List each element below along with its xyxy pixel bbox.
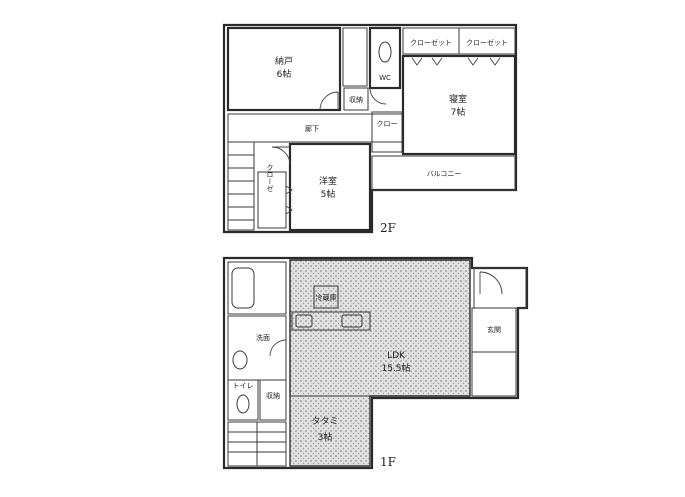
closet-strip	[342, 27, 368, 87]
tatami-size: 3帖	[318, 431, 333, 443]
washbasin-icon	[232, 350, 248, 370]
storage-1f-label: 収納	[266, 391, 280, 400]
nando-name: 納戸	[275, 55, 293, 67]
closet-right	[371, 111, 403, 153]
storage-2f	[343, 87, 369, 111]
fridge-space	[313, 285, 339, 309]
closet-door-marks	[411, 57, 501, 66]
closet-right-label: クロー	[377, 120, 398, 128]
ldk-name: LDK	[387, 351, 406, 361]
second-floor: 納戸 6帖 寝室 7帖 洋室 5帖 クローゼット クローゼット クローゼ クロー…	[222, 23, 518, 235]
bedroom-size: 7帖	[451, 106, 466, 118]
bedroom-name: 寝室	[449, 93, 467, 105]
ldk-size: 15.5帖	[381, 362, 410, 374]
wc-2f	[368, 26, 402, 90]
sink-icon	[341, 314, 363, 328]
stairs-1f	[227, 421, 287, 467]
tatami-room	[289, 395, 371, 467]
western-room	[288, 142, 372, 232]
nando-size: 6帖	[277, 68, 292, 80]
closet-left-label: クローゼ	[266, 164, 274, 192]
closet-top-1-label: クローゼット	[410, 38, 452, 47]
stairs-2f	[227, 141, 255, 231]
entrance-porch	[473, 267, 527, 309]
storage-1f	[259, 379, 287, 421]
closet-top-2	[458, 27, 516, 55]
fridge-label: 冷蔵庫	[316, 293, 337, 302]
washroom	[227, 315, 287, 381]
tatami-name: タタミ	[311, 416, 338, 427]
closet-top-2-label: クローゼット	[466, 38, 508, 47]
wc-1f-label: トイレ	[233, 382, 254, 390]
floor-label-1f: 1F	[380, 455, 396, 469]
wc-1f	[227, 379, 259, 421]
balcony-label: バルコニー	[427, 170, 462, 178]
floor-label-2f: 2F	[380, 221, 396, 235]
hallway-label: 廊下	[305, 124, 319, 133]
balcony	[371, 155, 516, 191]
kitchen-counter	[291, 311, 371, 331]
closet-left	[257, 171, 287, 229]
toilet-2f-icon	[378, 41, 392, 63]
bathtub-icon	[231, 267, 255, 309]
toilet-1f-icon	[236, 394, 250, 414]
bath-room	[227, 261, 287, 315]
entrance-label: 玄関	[487, 325, 501, 334]
western-size: 5帖	[321, 188, 336, 200]
storage-2f-label: 収納	[349, 95, 363, 104]
nando-room	[227, 27, 341, 111]
nando-door	[319, 91, 339, 111]
wc-2f-label: WC	[379, 74, 391, 82]
washroom-label: 洗面	[256, 333, 270, 342]
first-floor: LDK 15.5帖 タタミ 3帖 洗面 冷蔵庫 収納 トイレ 玄関 1F	[222, 256, 529, 470]
western-name: 洋室	[319, 175, 337, 187]
stove-icon	[295, 314, 313, 328]
shoe-storage	[471, 351, 517, 397]
entrance-door	[479, 271, 503, 295]
bedroom-room	[401, 54, 517, 156]
